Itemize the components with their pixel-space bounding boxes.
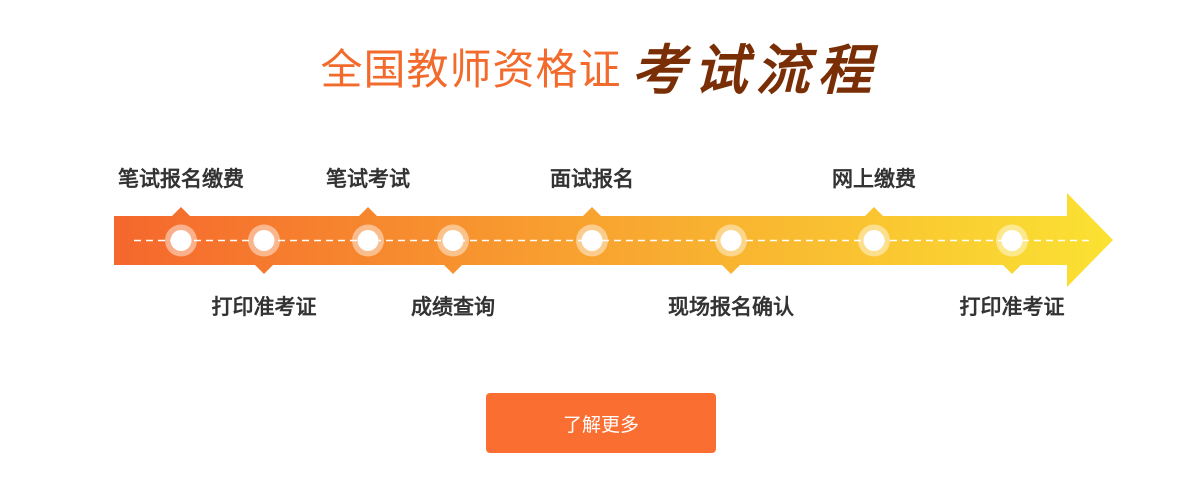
step-label: 网上缴费 bbox=[832, 167, 916, 191]
step-marker bbox=[720, 230, 742, 251]
step-marker bbox=[357, 230, 379, 251]
step-label: 现场报名确认 bbox=[668, 295, 794, 319]
step-label: 成绩查询 bbox=[411, 295, 495, 319]
learn-more-button[interactable]: 了解更多 bbox=[486, 393, 716, 453]
step-pointer bbox=[1003, 265, 1021, 274]
step-marker bbox=[1001, 230, 1023, 251]
step-pointer bbox=[172, 207, 190, 216]
step-marker bbox=[863, 230, 885, 251]
step-pointer bbox=[359, 207, 377, 216]
step-pointer bbox=[444, 265, 462, 274]
title-main: 全国教师资格证 bbox=[320, 45, 622, 94]
step-marker bbox=[170, 230, 192, 251]
step-marker bbox=[581, 230, 603, 251]
step-label: 打印准考证 bbox=[211, 295, 317, 319]
timeline-arrow bbox=[114, 193, 1113, 287]
step-label: 笔试报名缴费 bbox=[118, 167, 244, 191]
step-label: 笔试考试 bbox=[326, 167, 410, 191]
step-marker bbox=[442, 230, 464, 251]
step-marker bbox=[253, 230, 275, 251]
step-pointer bbox=[865, 207, 883, 216]
step-pointer bbox=[722, 265, 740, 274]
step-label: 面试报名 bbox=[550, 167, 634, 191]
step-pointer bbox=[255, 265, 273, 274]
page-title: 全国教师资格证考试流程 bbox=[0, 30, 1200, 110]
title-accent: 考试流程 bbox=[631, 38, 880, 102]
step-pointer bbox=[583, 207, 601, 216]
step-label: 打印准考证 bbox=[959, 295, 1065, 319]
